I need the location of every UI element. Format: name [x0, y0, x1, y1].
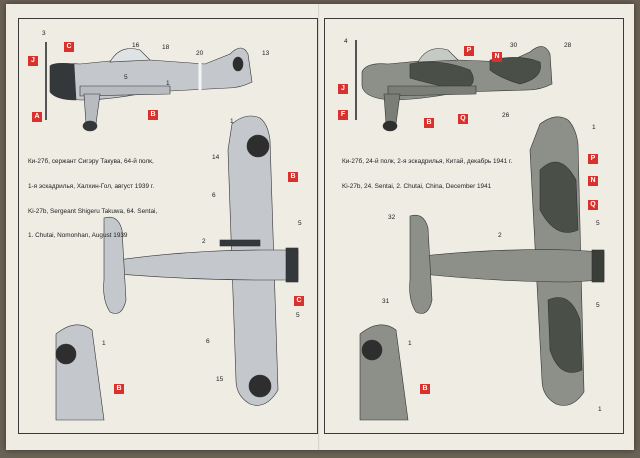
label-number: 5: [298, 220, 302, 227]
callout-n: N: [492, 52, 502, 62]
label-number: 3: [42, 30, 46, 37]
left-detail-wing: [55, 324, 105, 421]
callout-q: Q: [588, 200, 598, 210]
right-page-frame: [324, 18, 624, 434]
left-hinomaru-top-2: [248, 374, 272, 398]
callout-p: P: [588, 154, 598, 164]
label-number: 5: [596, 220, 600, 227]
right-caption-line: Ki-27b, 24. Sentai, 2. Chutai, China, De…: [342, 183, 492, 191]
right-camo-2: [489, 57, 541, 85]
right-camo-1: [409, 61, 474, 91]
label-number: 5: [296, 312, 300, 319]
left-page-frame: [18, 18, 318, 434]
label-number: 16: [132, 42, 140, 49]
callout-q: Q: [458, 114, 468, 124]
left-detail-hinomaru: [55, 343, 77, 365]
callout-j: J: [28, 56, 38, 66]
callout-p: P: [464, 46, 474, 56]
left-wheel: [82, 120, 98, 132]
left-canopy: [109, 48, 151, 63]
right-tailplane: [409, 214, 433, 314]
left-tailplane: [103, 216, 127, 314]
right-side-view: [355, 40, 553, 132]
right-detail-wing: [359, 324, 409, 421]
right-wheel: [382, 120, 398, 132]
label-number: 5: [596, 302, 600, 309]
label-number: 28: [564, 42, 572, 49]
right-detail-hinomaru: [361, 339, 383, 361]
callout-j: J: [338, 84, 348, 94]
label-number: 26: [502, 112, 510, 119]
page-fold: [318, 4, 320, 450]
left-caption: Ки-27б, сержант Сигэру Такува, 64-й полк…: [28, 142, 157, 249]
label-number: 20: [196, 50, 204, 57]
label-number: 1: [598, 406, 602, 413]
label-number: 30: [510, 42, 518, 49]
label-number: 2: [498, 232, 502, 239]
left-cowl-top: [285, 247, 299, 283]
label-number: 1: [592, 124, 596, 131]
right-cowl-top: [591, 249, 605, 283]
label-number: 6: [206, 338, 210, 345]
right-fairing: [383, 93, 401, 125]
right-wing-side: [387, 85, 477, 97]
label-number: 5: [124, 74, 128, 81]
label-number: 1: [408, 340, 412, 347]
label-number: 15: [216, 376, 224, 383]
label-number: 2: [202, 238, 206, 245]
left-side-hinomaru: [232, 56, 244, 72]
left-wing-side: [79, 85, 171, 97]
callout-b: B: [424, 118, 434, 128]
label-number: 14: [212, 154, 220, 161]
left-caption-line: Ki-27b, Sergeant Shigeru Takuwa, 64. Sen…: [28, 207, 158, 215]
callout-f: F: [338, 110, 348, 120]
left-caption-line: 1. Chutai, Nomonhan, August 1939: [28, 232, 128, 240]
right-top-view: [409, 116, 605, 406]
callout-c: C: [64, 42, 74, 52]
right-caption: Ки-27б, 24-й полк, 2-я эскадрилья, Китай…: [342, 142, 512, 199]
left-top-view: [103, 115, 299, 406]
label-number: 1: [166, 80, 170, 87]
callout-n: N: [588, 176, 598, 186]
callout-b: B: [420, 384, 430, 394]
callout-c: C: [294, 296, 304, 306]
left-side-view: [45, 42, 253, 132]
label-number: 4: [344, 38, 348, 45]
left-fairing: [83, 93, 101, 125]
callout-b: B: [288, 172, 298, 182]
callout-a: A: [32, 112, 42, 122]
right-camo-wing-2: [547, 297, 583, 373]
label-number: 6: [212, 192, 216, 199]
right-fuselage-top: [421, 249, 605, 283]
label-number: 32: [388, 214, 396, 221]
right-camo-wing-1: [539, 161, 579, 233]
left-fuselage-top: [117, 249, 299, 281]
label-number: 18: [162, 44, 170, 51]
label-number: 31: [382, 298, 390, 305]
left-cowling: [49, 63, 77, 101]
left-wing-band: [219, 239, 261, 247]
label-number: 1: [102, 340, 106, 347]
callout-b: B: [148, 110, 158, 120]
callout-b: B: [114, 384, 124, 394]
right-wing-detail: [359, 324, 409, 421]
label-number: 13: [262, 50, 270, 57]
left-caption-line: 1-я эскадрилья, Халхин-Гол, август 1939 …: [28, 183, 155, 191]
right-caption-line: Ки-27б, 24-й полк, 2-я эскадрилья, Китай…: [342, 158, 513, 166]
right-canopy: [417, 48, 459, 63]
left-wing-detail: [55, 324, 105, 421]
left-caption-line: Ки-27б, сержант Сигэру Такува, 64-й полк…: [28, 158, 154, 166]
label-number: 1: [230, 118, 234, 125]
left-hinomaru-top-1: [246, 134, 270, 158]
